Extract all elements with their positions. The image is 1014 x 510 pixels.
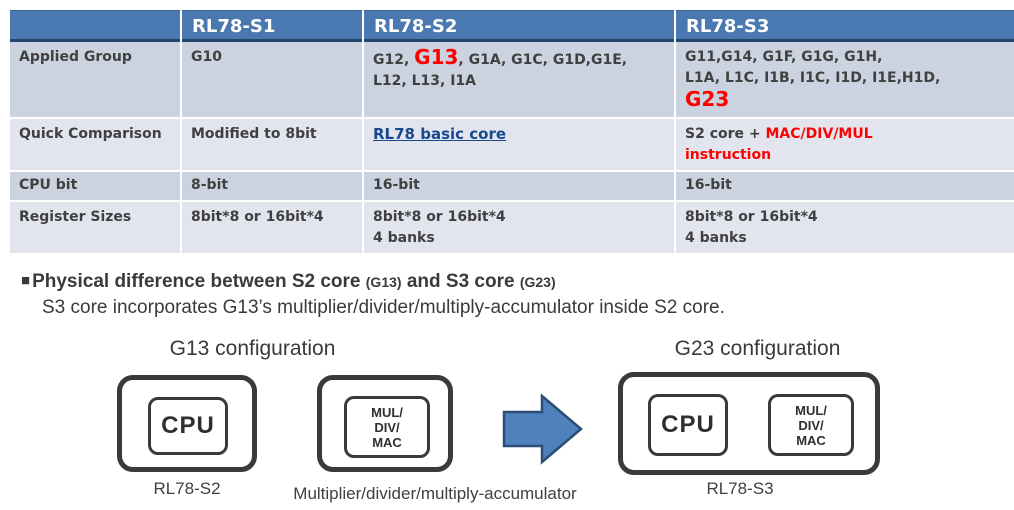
- rl78-basic-core-link[interactable]: RL78 basic core: [373, 125, 507, 143]
- row-label-quick-comparison: Quick Comparison: [10, 119, 180, 172]
- quick-s3-text: S2 core +: [685, 126, 766, 142]
- cell-cpubit-s3: 16-bit: [676, 172, 1014, 202]
- section-title-g13: (G13): [365, 274, 402, 290]
- g23-mul-div-mac-block: MUL/ DIV/ MAC: [768, 394, 854, 456]
- cell-regs-s3: 8bit*8 or 16bit*4 4 banks: [676, 202, 1014, 255]
- applied-s3-g23-highlight: G23: [685, 87, 730, 111]
- applied-s2-g13-highlight: G13: [414, 45, 459, 69]
- regs-s3-line2: 4 banks: [685, 230, 747, 246]
- cell-applied-group-s2: G12, G13, G1A, G1C, G1D,G1E, L12, L13, I…: [364, 42, 674, 119]
- cell-regs-s2: 8bit*8 or 16bit*4 4 banks: [364, 202, 674, 255]
- row-label-register-sizes: Register Sizes: [10, 202, 180, 255]
- g13-cpu-chip-box: [117, 375, 257, 472]
- cell-cpubit-s1: 8-bit: [182, 172, 362, 202]
- regs-s3-line1: 8bit*8 or 16bit*4: [685, 209, 818, 225]
- row-label-applied-group: Applied Group: [10, 42, 180, 119]
- quick-s3-red-instruction: MAC/DIV/MUL: [765, 126, 873, 142]
- column-header-rl78-s2: RL78-S2: [364, 10, 674, 42]
- g23-caption: RL78-S3: [706, 479, 774, 498]
- applied-s2-text-cont: , G1A, G1C, G1D,G1E,: [458, 52, 628, 68]
- mul-line1: MUL/: [371, 404, 403, 420]
- g23-cpu-block: CPU: [648, 394, 728, 456]
- mac-line3: MAC: [796, 432, 826, 448]
- g13-configuration-title: G13 configuration: [169, 337, 336, 360]
- quick-s3-red-line2: instruction: [685, 147, 772, 163]
- column-header-rl78-s1: RL78-S1: [182, 10, 362, 42]
- section-title: ■Physical difference between S2 core (G1…: [21, 271, 556, 293]
- applied-s3-line1: G11,G14, G1F, G1G, G1H,: [685, 49, 883, 65]
- table-header-row: RL78-S1 RL78-S2 RL78-S3: [10, 10, 1014, 42]
- applied-s3-line2: L1A, L1C, I1B, I1C, I1D, I1E,H1D,: [685, 70, 941, 86]
- core-comparison-table: RL78-S1 RL78-S2 RL78-S3 Applied Group G1…: [8, 10, 1014, 255]
- applied-s2-text: G12,: [373, 52, 415, 68]
- g13-cpu-caption: RL78-S2: [153, 479, 221, 498]
- cell-quick-s2: RL78 basic core: [364, 119, 674, 172]
- mac-line3: MAC: [372, 434, 402, 450]
- applied-s2-line2: L12, L13, I1A: [373, 73, 476, 89]
- section-title-g23: (G23): [519, 274, 556, 290]
- regs-s2-line1: 8bit*8 or 16bit*4: [373, 209, 506, 225]
- cell-applied-group-s1: G10: [182, 42, 362, 119]
- mul-line1: MUL/: [795, 402, 827, 418]
- g23-configuration-title: G23 configuration: [674, 337, 841, 360]
- section-title-text: Physical difference between S2 core: [32, 271, 366, 292]
- table-row-register-sizes: Register Sizes 8bit*8 or 16bit*4 8bit*8 …: [10, 202, 1014, 255]
- square-bullet-icon: ■: [21, 272, 31, 289]
- cell-cpubit-s2: 16-bit: [364, 172, 674, 202]
- table-row-quick-comparison: Quick Comparison Modified to 8bit RL78 b…: [10, 119, 1014, 172]
- cell-regs-s1: 8bit*8 or 16bit*4: [182, 202, 362, 255]
- g13-mul-div-mac-block: MUL/ DIV/ MAC: [344, 396, 430, 458]
- cell-quick-s1: Modified to 8bit: [182, 119, 362, 172]
- section-title-text2: and S3 core: [401, 271, 520, 292]
- g13-cpu-block: CPU: [148, 397, 228, 455]
- div-line2: DIV/: [798, 417, 824, 433]
- table-row-cpu-bit: CPU bit 8-bit 16-bit 16-bit: [10, 172, 1014, 202]
- right-block-arrow-icon: [502, 393, 583, 465]
- div-line2: DIV/: [374, 419, 400, 435]
- section-subtitle: S3 core incorporates G13’s multiplier/di…: [42, 297, 725, 318]
- table-row-applied-group: Applied Group G10 G12, G13, G1A, G1C, G1…: [10, 42, 1014, 119]
- cell-applied-group-s3: G11,G14, G1F, G1G, G1H, L1A, L1C, I1B, I…: [676, 42, 1014, 119]
- g13-mul-caption: Multiplier/divider/multiply-accumulator: [293, 484, 577, 503]
- row-label-cpu-bit: CPU bit: [10, 172, 180, 202]
- column-header-blank: [10, 10, 180, 42]
- regs-s2-line2: 4 banks: [373, 230, 435, 246]
- column-header-rl78-s3: RL78-S3: [676, 10, 1014, 42]
- cell-quick-s3: S2 core + MAC/DIV/MUL instruction: [676, 119, 1014, 172]
